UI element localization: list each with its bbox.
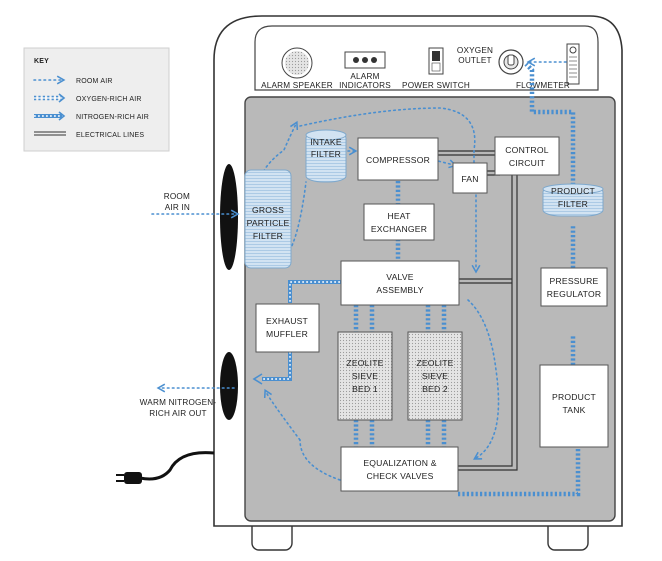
room-air-in-label-1: ROOM bbox=[164, 192, 190, 201]
svg-text:FILTER: FILTER bbox=[558, 199, 588, 209]
svg-text:SIEVE: SIEVE bbox=[422, 371, 448, 381]
oxygen-outlet[interactable]: OXYGEN OUTLET bbox=[457, 46, 524, 75]
nitrogen-out-label-1: WARM NITROGEN- bbox=[140, 398, 217, 407]
svg-text:MUFFLER: MUFFLER bbox=[266, 329, 308, 339]
alarm-speaker-label: ALARM SPEAKER bbox=[261, 81, 333, 90]
room-air-in-label-2: AIR IN bbox=[165, 203, 190, 212]
key-room-air: ROOM AIR bbox=[76, 78, 113, 85]
svg-text:EXHAUST: EXHAUST bbox=[266, 316, 309, 326]
key-title: KEY bbox=[34, 58, 49, 65]
svg-text:PARTICLE: PARTICLE bbox=[247, 218, 290, 228]
heat-exchanger: HEAT EXCHANGER bbox=[363, 203, 435, 241]
svg-text:PRESSURE: PRESSURE bbox=[550, 276, 599, 286]
zeolite-sieve-bed-1: ZEOLITE SIEVE BED 1 bbox=[337, 331, 393, 421]
svg-text:BED 2: BED 2 bbox=[422, 384, 448, 394]
svg-text:FILTER: FILTER bbox=[253, 231, 283, 241]
svg-text:ASSEMBLY: ASSEMBLY bbox=[376, 285, 423, 295]
control-circuit: CONTROL CIRCUIT bbox=[494, 136, 560, 176]
product-tank: PRODUCT TANK bbox=[539, 364, 609, 448]
power-cord bbox=[116, 451, 215, 484]
svg-text:BED 1: BED 1 bbox=[352, 384, 378, 394]
svg-text:CIRCUIT: CIRCUIT bbox=[509, 158, 546, 168]
svg-text:HEAT: HEAT bbox=[387, 211, 411, 221]
key-oxygen-rich-air: OXYGEN-RICH AIR bbox=[76, 96, 142, 103]
svg-text:PRODUCT: PRODUCT bbox=[552, 392, 596, 402]
oxygen-outlet-label-2: OUTLET bbox=[458, 56, 492, 65]
svg-text:ZEOLITE: ZEOLITE bbox=[416, 358, 453, 368]
svg-text:COMPRESSOR: COMPRESSOR bbox=[366, 155, 430, 165]
svg-text:TANK: TANK bbox=[562, 405, 585, 415]
nitrogen-out-label-2: RICH AIR OUT bbox=[149, 409, 206, 418]
svg-text:ZEOLITE: ZEOLITE bbox=[346, 358, 383, 368]
key-nitrogen-rich-air: NITROGEN-RICH AIR bbox=[76, 114, 149, 121]
exhaust-muffler: EXHAUST MUFFLER bbox=[255, 303, 320, 353]
gross-particle-filter: GROSS PARTICLE FILTER bbox=[244, 169, 292, 269]
alarm-indicators-label-2: INDICATORS bbox=[339, 81, 391, 90]
flowmeter[interactable]: FLOWMETER bbox=[516, 43, 580, 90]
exhaust-vent bbox=[220, 352, 238, 420]
svg-text:FILTER: FILTER bbox=[311, 149, 341, 159]
key-legend: KEY ROOM AIR OXYGEN-RICH AIR NITROGEN-RI… bbox=[23, 47, 170, 152]
equalization-check-valves: EQUALIZATION & CHECK VALVES bbox=[340, 446, 459, 492]
fan: FAN bbox=[452, 162, 488, 194]
nitrogen-air-flow bbox=[156, 280, 344, 481]
svg-text:SIEVE: SIEVE bbox=[352, 371, 378, 381]
compressor: COMPRESSOR bbox=[357, 137, 439, 181]
alarm-speaker: ALARM SPEAKER bbox=[261, 47, 333, 90]
svg-text:FAN: FAN bbox=[461, 174, 478, 184]
svg-text:PRODUCT: PRODUCT bbox=[551, 186, 595, 196]
svg-text:EXCHANGER: EXCHANGER bbox=[371, 224, 427, 234]
key-electrical-lines: ELECTRICAL LINES bbox=[76, 132, 144, 139]
svg-text:REGULATOR: REGULATOR bbox=[547, 289, 602, 299]
zeolite-sieve-bed-2: ZEOLITE SIEVE BED 2 bbox=[407, 331, 463, 421]
svg-text:EQUALIZATION &: EQUALIZATION & bbox=[363, 458, 436, 468]
svg-text:GROSS: GROSS bbox=[252, 205, 284, 215]
intake-vent bbox=[220, 164, 238, 270]
alarm-indicators-label-1: ALARM bbox=[350, 72, 379, 81]
valve-assembly: VALVE ASSEMBLY bbox=[340, 260, 460, 306]
oxygen-air-flow bbox=[353, 57, 581, 497]
power-switch[interactable]: POWER SWITCH bbox=[402, 47, 470, 90]
pressure-regulator: PRESSURE REGULATOR bbox=[540, 267, 608, 307]
svg-text:VALVE: VALVE bbox=[386, 272, 413, 282]
power-switch-label: POWER SWITCH bbox=[402, 81, 470, 90]
product-filter: PRODUCT FILTER bbox=[542, 183, 604, 217]
svg-text:CONTROL: CONTROL bbox=[505, 145, 548, 155]
oxygen-outlet-label-1: OXYGEN bbox=[457, 46, 493, 55]
intake-filter: INTAKE FILTER bbox=[305, 129, 347, 183]
svg-text:INTAKE: INTAKE bbox=[310, 137, 342, 147]
svg-text:CHECK VALVES: CHECK VALVES bbox=[366, 471, 433, 481]
alarm-indicators: ALARM INDICATORS bbox=[339, 51, 391, 90]
flowmeter-label: FLOWMETER bbox=[516, 81, 570, 90]
